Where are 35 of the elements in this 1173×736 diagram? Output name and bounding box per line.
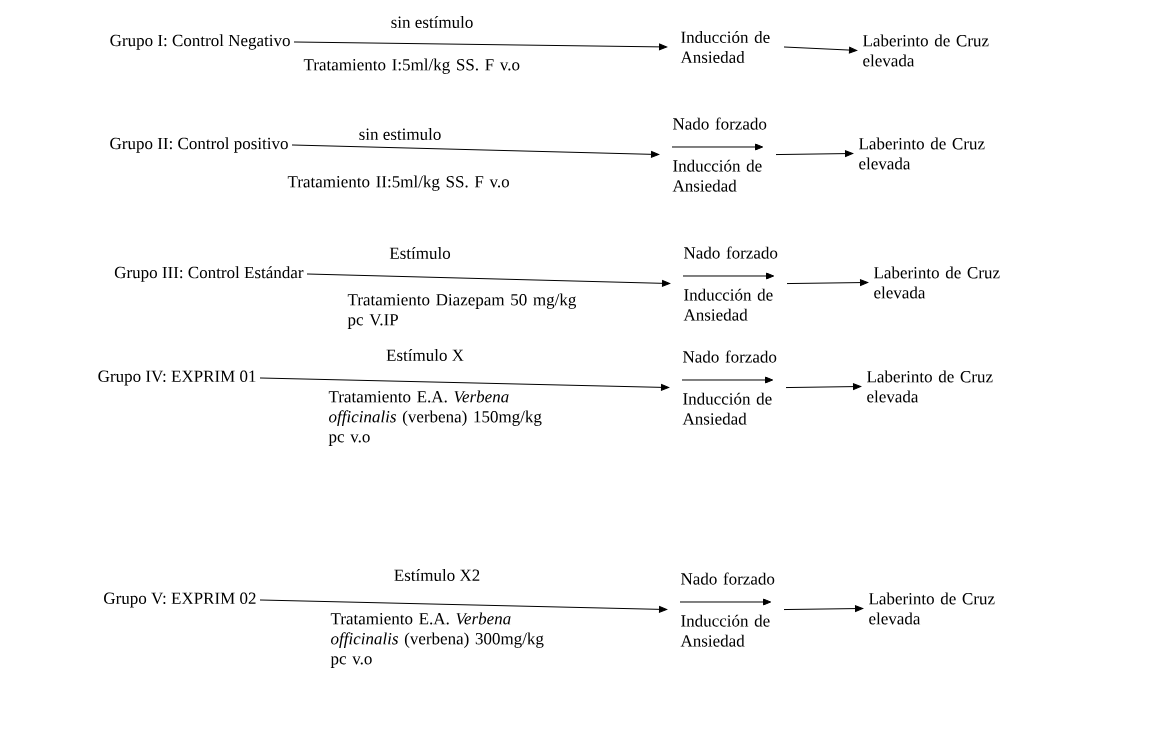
edge-label: Estímulo [389,247,451,259]
arrow [291,144,660,158]
arrow [783,46,858,54]
edge-label: sin estimulo [359,128,441,140]
group-label: Grupo I: Control Negativo [110,34,290,50]
group-label: Grupo V: EXPRIM 02 [104,592,256,608]
treatment-label: Tratamiento I:5ml/kg SS. F v.o [303,58,520,74]
group-label: Grupo II: Control positivo [110,137,288,153]
arrow [293,41,668,51]
group-label: Grupo III: Control Estándar [114,266,304,282]
step-label: Nado forzado Inducción de Ansiedad [683,246,778,321]
outcome-label: Laberinto de Cruz elevada [869,592,995,625]
step-label: Nado forzado Inducción de Ansiedad [680,572,775,647]
edge-label: Estímulo X2 [394,569,480,581]
arrow [783,605,864,612]
arrow [306,273,671,287]
treatment-label: Tratamiento Diazepam 50 mg/kg pc V.IP [347,293,577,329]
arrow [785,383,862,390]
treatment-label: Tratamiento E.A. Verbena officinalis (verbena) 300mg/kg pc v.o [330,612,544,668]
edge-label: Estímulo X [386,349,464,361]
treatment-label: Tratamiento II:5ml/kg SS. F v.o [287,175,509,191]
arrow [259,599,668,613]
step-label: Nado forzado Inducción de Ansiedad [672,117,767,192]
arrow [786,279,869,286]
edge-label: sin estímulo [391,16,473,28]
outcome-label: Laberinto de Cruz elevada [859,137,985,170]
group-label: Grupo IV: EXPRIM 01 [98,370,256,386]
outcome-label: Laberinto de Cruz elevada [874,266,1000,299]
outcome-label: Laberinto de Cruz elevada [867,370,993,403]
arrow [775,150,854,157]
treatment-label: Tratamiento E.A. Verbena officinalis (verbena) 150mg/kg pc v.o [328,390,542,446]
arrow [259,377,670,391]
outcome-label: Laberinto de Cruz elevada [863,34,989,67]
step-label: Inducción de Ansiedad [680,31,770,63]
step-label: Nado forzado Inducción de Ansiedad [682,350,777,425]
